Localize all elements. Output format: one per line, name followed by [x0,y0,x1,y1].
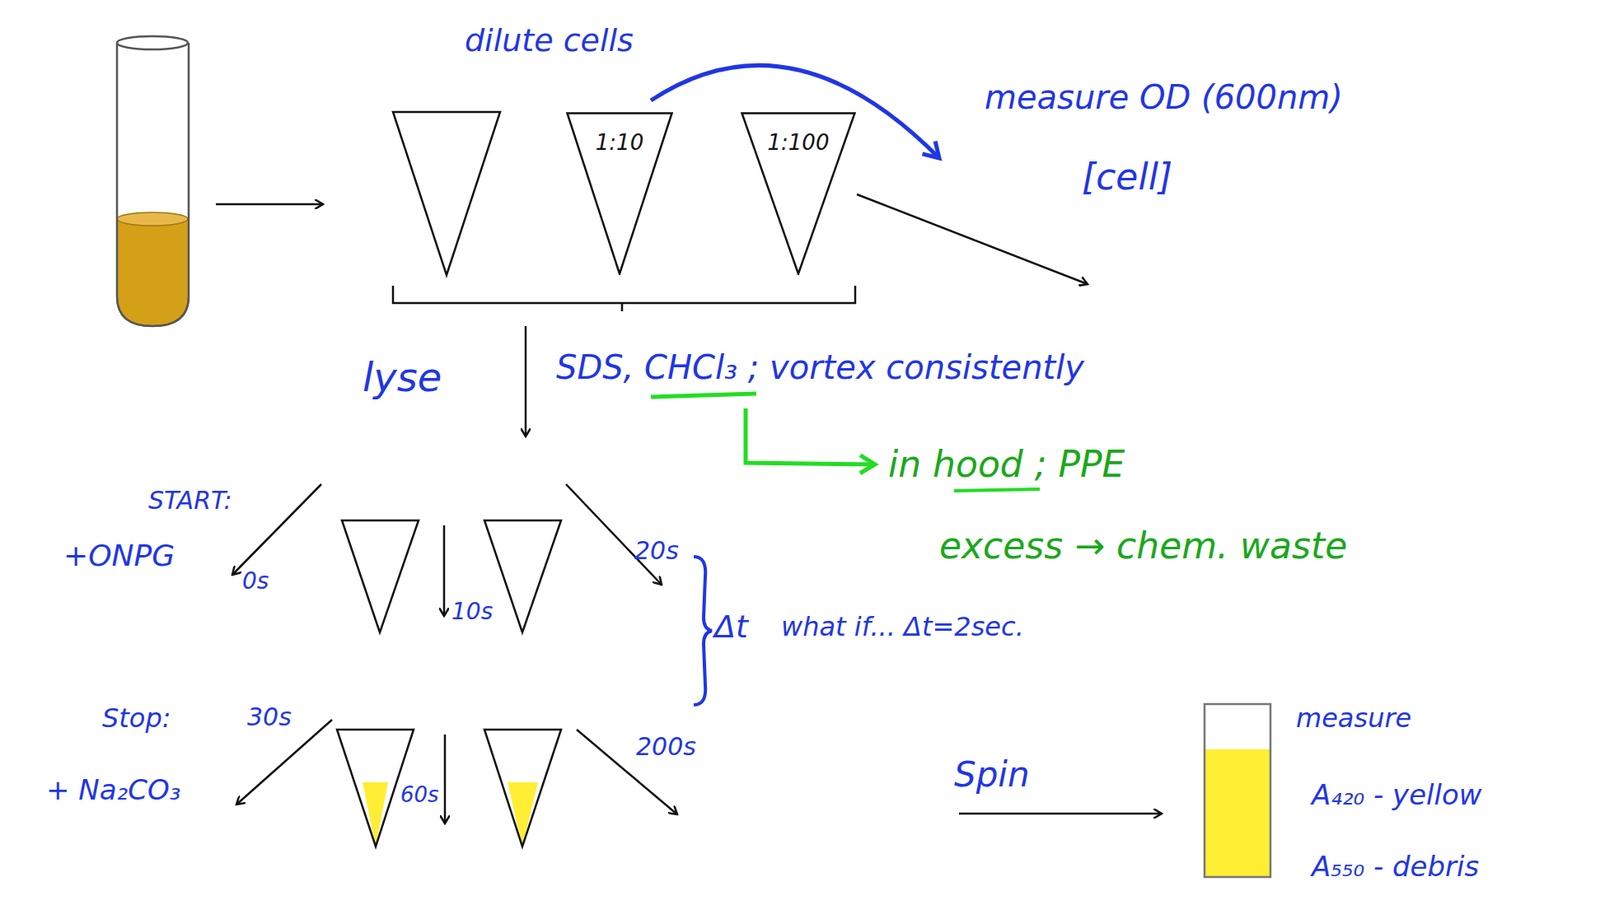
curved-arrow [650,65,940,159]
measurement-note: A₄₂₀ - yellow [1311,780,1483,811]
safety-note: in hood ; PPE [888,444,1125,485]
interval-label: Δt [714,610,749,646]
time-label: 200s [636,733,697,761]
flow-arrow [856,194,1088,285]
flow-arrow [215,203,323,206]
question-note: what if... Δt=2sec. [781,612,1025,642]
flow-arrow [232,484,322,576]
time-label: 20s [634,537,679,565]
tube [484,729,562,847]
reagent-note: SDS, CHCl₃ ; vortex consistently [556,349,1085,386]
reagent-note: +ONPG [63,539,175,573]
tube [392,112,501,276]
step-note: [cell] [1081,157,1173,197]
safety-note: excess → chem. waste [939,526,1348,567]
tube [484,520,562,633]
step-note: START: [148,486,233,515]
flow-arrow [566,484,662,585]
cuvette [1204,704,1271,878]
flow-arrow [524,326,528,437]
underline [650,393,757,398]
tube [341,520,419,633]
flow-arrow [444,734,447,824]
step-note: dilute cells [464,23,634,59]
hook-arrow [745,408,875,465]
time-label: 60s [400,783,440,808]
step-note: measure OD (600nm) [984,79,1343,116]
flow-arrow [236,720,333,805]
time-label: 0s [242,569,269,595]
step-note: Spin [954,756,1030,795]
dilution-ratio: 1:100 [740,112,857,155]
flow-arrow [959,813,1162,816]
brace [693,556,712,706]
step-note: lyse [362,355,442,400]
dilution-tube: 1:10 [566,112,674,276]
step-note: measure [1295,704,1412,734]
time-label: 10s [451,599,493,626]
dilution-tube: 1:100 [740,112,857,276]
yellow-liquid [362,782,389,847]
culture-tube [116,36,189,327]
dilution-ratio: 1:10 [566,112,674,155]
reagent-note: + Na₂CO₃ [46,775,181,806]
measurement-note: A₅₅₀ - debris [1311,851,1479,883]
bracket [392,285,856,312]
underline [954,489,1040,492]
time-label: 30s [247,703,292,731]
flow-arrow [443,525,446,617]
step-note: Stop: [102,704,172,734]
